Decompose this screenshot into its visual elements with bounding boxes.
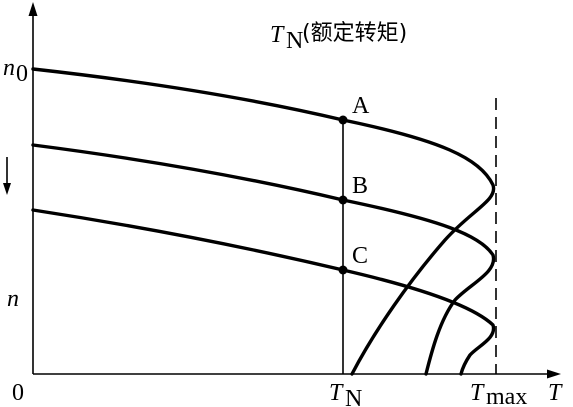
origin-label: 0 <box>12 380 24 406</box>
svg-text:N: N <box>345 386 362 407</box>
characteristic-curve-3 <box>31 208 496 376</box>
n0-label: n 0 <box>3 55 28 87</box>
x-axis <box>33 369 561 379</box>
point-a-label: A <box>352 93 370 119</box>
title-subscript: N <box>286 28 303 54</box>
y-axis <box>28 2 38 374</box>
characteristic-curve-1 <box>31 67 496 376</box>
point-c-marker <box>338 265 348 275</box>
svg-text:T: T <box>470 380 485 406</box>
n-label: n <box>7 286 19 312</box>
svg-text:T: T <box>329 380 344 406</box>
point-b-label: B <box>352 173 368 199</box>
svg-text:n: n <box>3 55 15 81</box>
tmax-axis-label: T max <box>470 380 527 407</box>
title-symbol: T <box>270 22 285 48</box>
point-a-marker <box>338 115 348 125</box>
diagram-title: T N (额定转矩) <box>270 21 407 54</box>
point-b-marker <box>338 195 348 205</box>
characteristic-curve-2 <box>31 143 496 376</box>
down-arrow-icon <box>3 157 11 195</box>
title-note: (额定转矩) <box>302 21 407 46</box>
svg-text:0: 0 <box>16 61 28 87</box>
tn-axis-label: T N <box>329 380 362 407</box>
svg-text:max: max <box>486 384 527 407</box>
t-axis-end-label: T <box>548 380 563 406</box>
point-c-label: C <box>352 243 368 269</box>
